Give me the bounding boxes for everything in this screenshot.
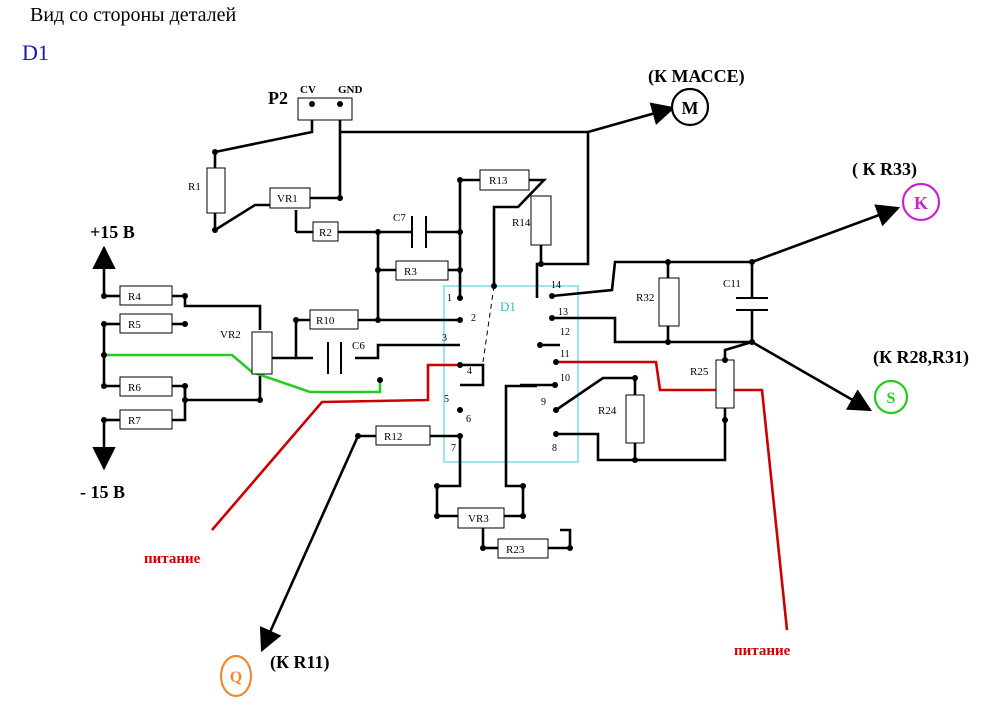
terminal-m-circle: [670, 87, 710, 127]
resistor-r7: [119, 409, 173, 430]
resistor-r6: [119, 376, 173, 397]
resistor-r3: [395, 260, 449, 281]
terminal-m: M (К МАССЕ): [648, 66, 745, 127]
pin-8: 8: [552, 443, 557, 454]
terminal-q-symbol: Q: [230, 669, 242, 686]
label-vr1: VR1: [277, 193, 298, 205]
pin-12: 12: [560, 327, 570, 338]
terminal-q-caption: (К R11): [270, 652, 330, 673]
resistor-r5: [119, 313, 173, 334]
terminal-k-symbol: K: [914, 193, 928, 213]
trimmer-vr2: [251, 331, 273, 375]
label-r13: R13: [489, 175, 508, 187]
trimmer-vr3: [457, 507, 505, 529]
pin-7: 7: [451, 443, 456, 454]
connector-p2-label: P2: [268, 88, 288, 108]
label-r7: R7: [128, 415, 141, 427]
power-label-right: питание: [734, 643, 791, 659]
rail-plus-label: +15 В: [90, 222, 135, 242]
label-r6: R6: [128, 382, 141, 394]
terminal-s-caption: (К R28,R31): [873, 347, 969, 368]
chip-outline: [443, 285, 579, 463]
label-c6: C6: [352, 340, 365, 352]
resistor-r23: [497, 538, 549, 559]
connector-cv-label: CV: [300, 84, 316, 96]
pin-3: 3: [442, 333, 447, 344]
pin-6: 6: [466, 414, 471, 425]
label-vr3: VR3: [468, 513, 489, 525]
connector-p2: [297, 97, 353, 121]
terminal-s: S (К R28,R31): [873, 347, 969, 415]
terminal-k: K ( К R33): [852, 159, 941, 222]
terminal-k-caption: ( К R33): [852, 159, 917, 180]
resistor-r10: [309, 309, 359, 330]
label-r10: R10: [316, 315, 335, 327]
power-wire-right: [556, 360, 789, 631]
resistor-r32: [658, 277, 680, 327]
label-vr2: VR2: [220, 329, 241, 341]
resistor-r24: [625, 394, 645, 444]
connector-gnd-label: GND: [338, 84, 363, 96]
pin-13: 13: [558, 307, 568, 318]
pin-1: 1: [447, 293, 452, 304]
green-wire: [104, 353, 382, 394]
rail-minus-label: - 15 В: [80, 482, 125, 502]
label-c11: C11: [723, 278, 741, 290]
label-r23: R23: [506, 544, 525, 556]
terminal-k-circle: [901, 182, 941, 222]
terminal-s-symbol: S: [887, 390, 896, 407]
pin-14: 14: [551, 280, 561, 291]
chip-reference: D1: [22, 40, 49, 65]
label-r14: R14: [512, 217, 531, 229]
resistor-r4: [119, 285, 173, 306]
pin-4: 4: [467, 366, 472, 377]
view-caption: Вид со стороны деталей: [30, 4, 237, 26]
label-r5: R5: [128, 319, 141, 331]
label-r32: R32: [636, 292, 654, 304]
chip-internal-link: [482, 285, 495, 363]
terminal-q: Q (К R11): [219, 652, 330, 698]
resistor-r2: [312, 221, 339, 242]
label-r4: R4: [128, 291, 141, 303]
terminal-m-caption: (К МАССЕ): [648, 66, 745, 87]
label-r25: R25: [690, 366, 709, 378]
pin-9: 9: [541, 397, 546, 408]
pin-10: 10: [560, 373, 570, 384]
label-r24: R24: [598, 405, 617, 417]
label-c7: C7: [393, 212, 406, 224]
chip-label: D1: [500, 299, 516, 314]
terminal-q-circle: [219, 654, 253, 698]
resistor-r1: [206, 167, 226, 214]
label-r1: R1: [188, 181, 201, 193]
pin-2: 2: [471, 313, 476, 324]
label-r3: R3: [404, 266, 417, 278]
junctions: [101, 101, 755, 551]
pin-5: 5: [444, 394, 449, 405]
pin-11: 11: [560, 349, 570, 360]
trimmer-vr1: [269, 187, 311, 209]
components: P2 CV GND R1 VR1 R2 C7 R3 R13 R14 R4 R5 …: [119, 84, 768, 559]
power-label-left: питание: [144, 551, 201, 567]
terminal-s-circle: [873, 379, 909, 415]
chip-d1: D1 1 2 3 4 5 6 7 8 9 10 11 12 13 14: [442, 280, 579, 463]
resistor-r14: [530, 195, 552, 246]
label-r12: R12: [384, 431, 402, 443]
label-r2: R2: [319, 227, 332, 239]
terminal-m-symbol: M: [682, 98, 699, 118]
resistor-r25: [715, 359, 735, 409]
resistor-r13: [479, 169, 530, 191]
power-wire-left: [211, 363, 460, 531]
resistor-r12: [375, 425, 431, 446]
